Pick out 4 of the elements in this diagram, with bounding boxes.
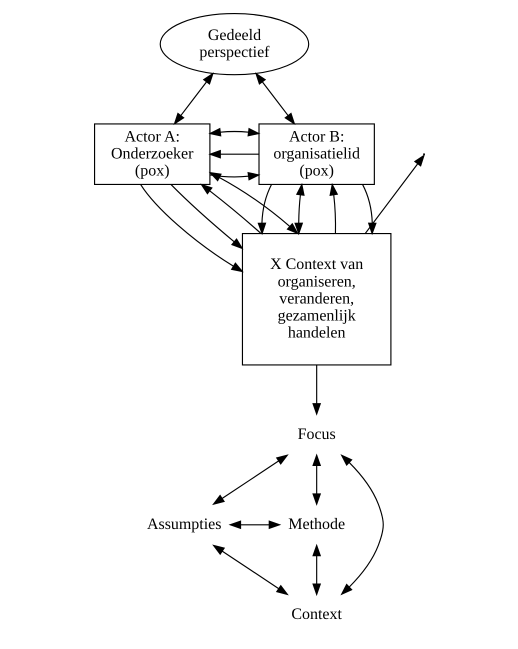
node-text: Focus	[297, 426, 336, 443]
node-text: Methode	[288, 516, 345, 533]
node-text: Context	[290, 606, 342, 624]
node-text: Assumpties	[146, 516, 221, 533]
